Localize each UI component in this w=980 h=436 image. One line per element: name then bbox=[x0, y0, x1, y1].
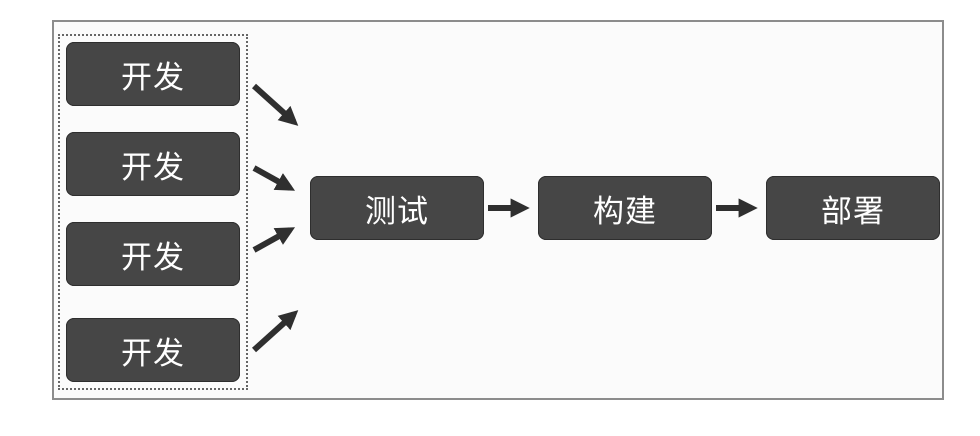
dev-node-1: 开发 bbox=[66, 42, 240, 106]
dev-node-4-label: 开发 bbox=[121, 335, 185, 372]
dev-node-2: 开发 bbox=[66, 132, 240, 196]
dev-node-3-label: 开发 bbox=[121, 239, 185, 276]
dev-node-2-label: 开发 bbox=[121, 149, 185, 186]
dev-node-1-label: 开发 bbox=[121, 59, 185, 96]
dev-node-4: 开发 bbox=[66, 318, 240, 382]
arrow-dev4-to-test bbox=[251, 310, 299, 353]
build-node-label: 构建 bbox=[593, 193, 657, 230]
arrow-dev1-to-test bbox=[251, 83, 299, 126]
arrow-dev2-to-test bbox=[252, 165, 296, 191]
deploy-node-label: 部署 bbox=[821, 193, 885, 230]
arrow-dev3-to-test bbox=[252, 227, 296, 253]
development-group bbox=[58, 34, 248, 390]
test-node-label: 测试 bbox=[365, 193, 429, 230]
build-node: 构建 bbox=[538, 176, 712, 240]
dev-node-3: 开发 bbox=[66, 222, 240, 286]
test-node: 测试 bbox=[310, 176, 484, 240]
deploy-node: 部署 bbox=[766, 176, 940, 240]
